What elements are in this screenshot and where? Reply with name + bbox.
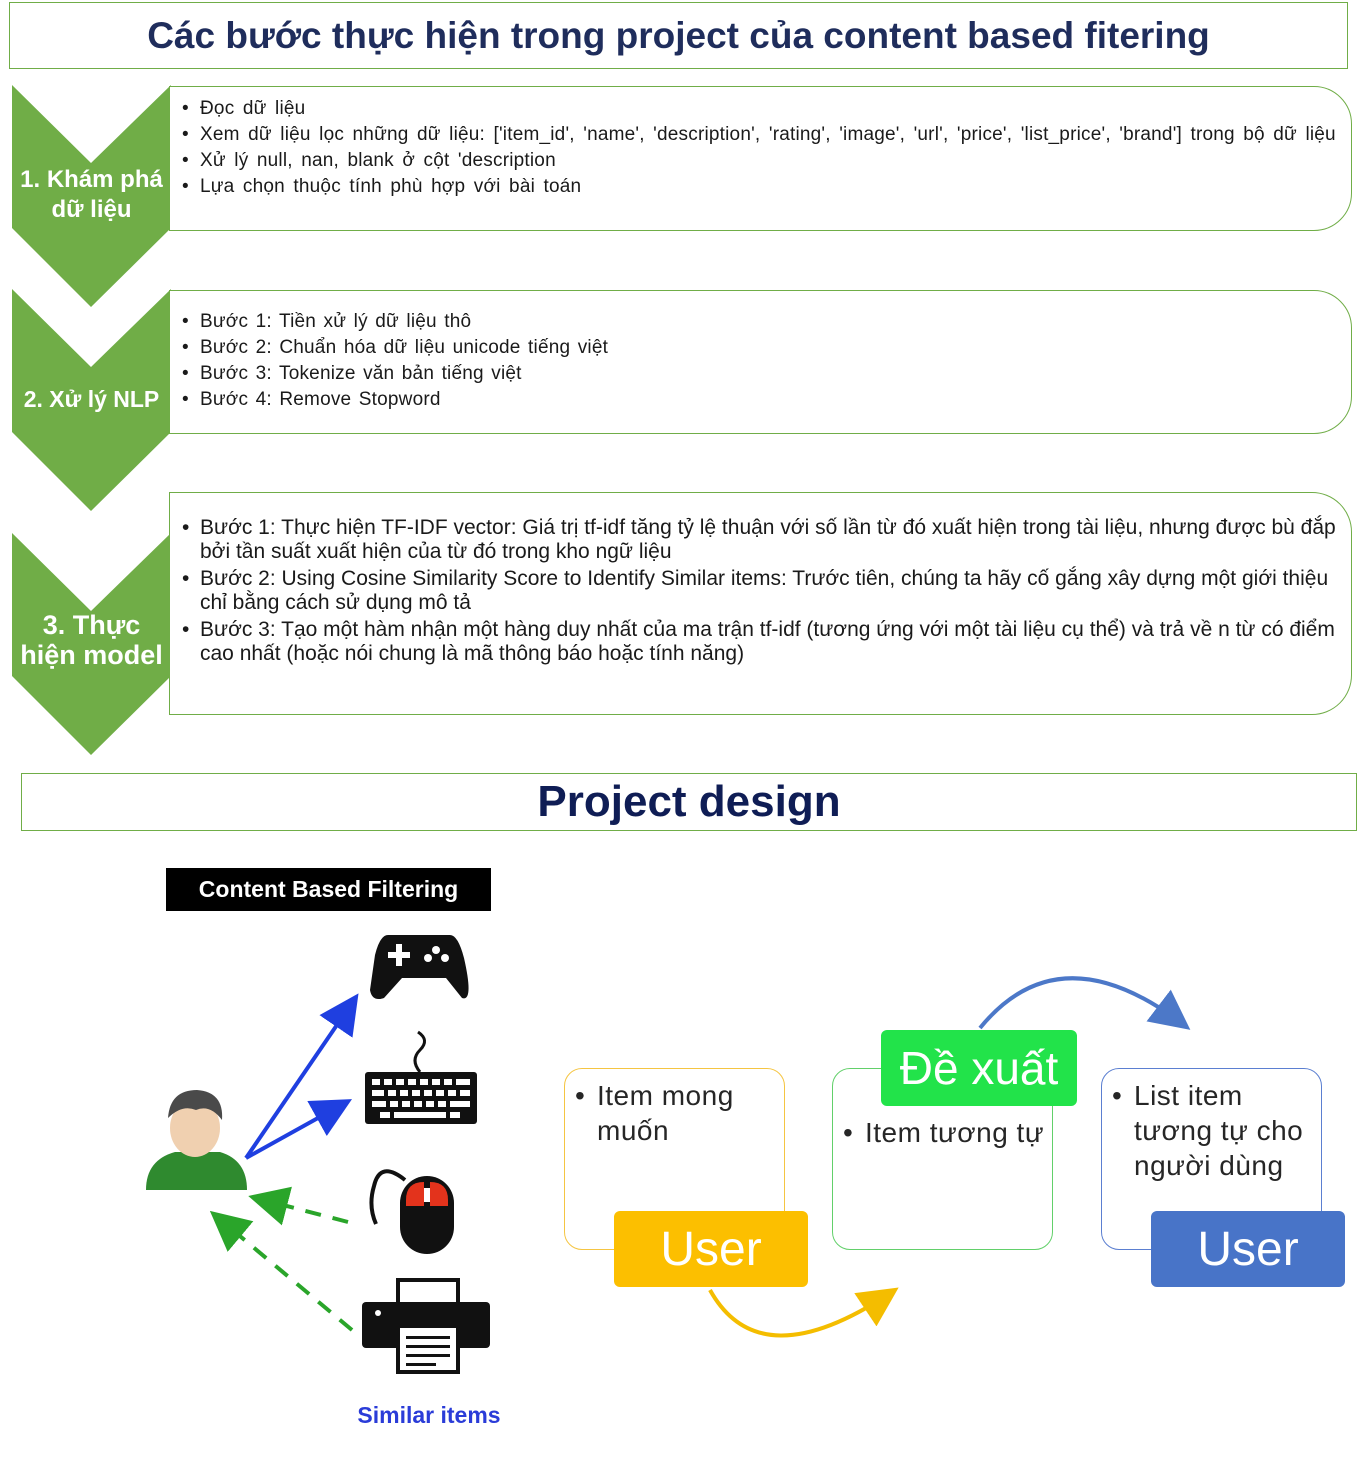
- step-3-panel: Bước 1: Thực hiện TF-IDF vector: Giá trị…: [169, 492, 1352, 715]
- recommend-tag: Đề xuất: [881, 1030, 1077, 1106]
- flow-card-desired: Item mong muốn: [564, 1068, 785, 1250]
- user-avatar-icon: [146, 1090, 247, 1190]
- step-1-item: Lựa chọn thuộc tính phù hợp với bài toán: [170, 176, 1351, 198]
- step-3-item: Bước 2: Using Cosine Similarity Score to…: [170, 567, 1351, 615]
- step-2-item: Bước 2: Chuẩn hóa dữ liệu unicode tiếng …: [170, 337, 1351, 359]
- step-1-list: Đọc dữ liệu Xem dữ liệu lọc những dữ liệ…: [170, 87, 1351, 198]
- step-2-item: Bước 4: Remove Stopword: [170, 389, 1351, 411]
- gamepad-icon: [370, 935, 469, 999]
- step-3-list: Bước 1: Thực hiện TF-IDF vector: Giá trị…: [170, 493, 1351, 666]
- flow-card-item: Item tương tự: [833, 1115, 1052, 1150]
- similar-items-label: Similar items: [357, 1402, 501, 1428]
- step-2-list: Bước 1: Tiền xử lý dữ liệu thô Bước 2: C…: [170, 291, 1351, 411]
- step-3-item: Bước 1: Thực hiện TF-IDF vector: Giá trị…: [170, 516, 1351, 564]
- step-1-panel: Đọc dữ liệu Xem dữ liệu lọc những dữ liệ…: [169, 86, 1352, 231]
- step-3-item: Bước 3: Tạo một hàm nhận một hàng duy nh…: [170, 618, 1351, 666]
- flow-arrow-bottom: [708, 1287, 899, 1338]
- step-2-label-line1: 2. Xử lý NLP: [23, 386, 160, 412]
- step-1-chevron: 1. Khám phá dữ liệu: [12, 85, 171, 307]
- user-tag: User: [614, 1211, 808, 1287]
- mouse-icon: [369, 1169, 454, 1254]
- printer-icon: [362, 1278, 490, 1374]
- recommend-arrow-gamepad: [244, 993, 359, 1160]
- step-1-label-line1: 1. Khám phá: [20, 166, 163, 193]
- flow-arrow-top: [978, 976, 1191, 1030]
- step-2-item: Bước 3: Tokenize văn bản tiếng việt: [170, 363, 1351, 385]
- step-3-label-line1: 3. Thực: [42, 610, 141, 640]
- recommend-arrow-keyboard: [245, 1099, 352, 1160]
- flow-card-item: List item tương tự cho người dùng: [1102, 1078, 1321, 1183]
- page-title: Các bước thực hiện trong project của con…: [9, 2, 1348, 69]
- illustration-label: Content Based Filtering: [166, 868, 491, 911]
- step-2-panel: Bước 1: Tiền xử lý dữ liệu thô Bước 2: C…: [169, 290, 1352, 434]
- step-1-item: Đọc dữ liệu: [170, 98, 1351, 120]
- section-title: Project design: [21, 773, 1357, 831]
- step-1-item: Xem dữ liệu lọc những dữ liệu: ['item_id…: [170, 124, 1351, 146]
- history-arrow-mouse: [248, 1186, 349, 1226]
- user-tag: User: [1151, 1211, 1345, 1287]
- step-3-chevron: 3. Thực hiện model: [12, 533, 171, 755]
- step-2-item: Bước 1: Tiền xử lý dữ liệu thô: [170, 311, 1351, 333]
- step-1-item: Xử lý null, nan, blank ở cột 'descriptio…: [170, 150, 1351, 172]
- flow-card-item: Item mong muốn: [565, 1078, 784, 1148]
- step-2-chevron: 2. Xử lý NLP: [12, 289, 171, 511]
- keyboard-icon: [365, 1030, 477, 1124]
- history-arrow-printer: [209, 1210, 354, 1332]
- step-3-label-line2: hiện model: [20, 639, 163, 670]
- step-1-label-line2: dữ liệu: [51, 196, 132, 223]
